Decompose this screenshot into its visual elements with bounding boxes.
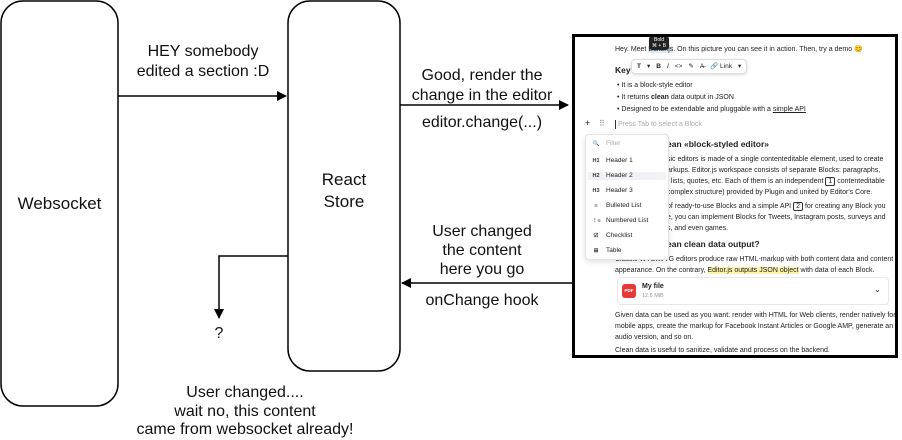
numbered-list-icon: ⋮≡	[592, 218, 601, 224]
bullet-item: • It returns clean data output in JSON	[617, 94, 734, 101]
chevron-down-icon[interactable]: ▾	[646, 63, 651, 70]
paragraph-line: of ready-to-use Blocks and a simple API …	[667, 202, 886, 211]
inline-toolbar: T ▾ B I <> ✎ A̶ 🔗 Link ▾	[631, 59, 748, 74]
ws-arrow-label-line1: HEY somebody	[147, 43, 259, 60]
render-label-line1: Good, render the	[421, 67, 543, 84]
onchange-hook-label: onChange hook	[425, 292, 539, 309]
user-changed-label-line1: User changed	[432, 223, 532, 240]
clear-format-button[interactable]: A̶	[699, 63, 705, 70]
bold-tooltip: Bold⌘ + B	[649, 37, 670, 50]
paragraph-line: Clean data is useful to sanitize, valida…	[615, 347, 830, 354]
paragraph-line: audio version, and so on.	[615, 334, 694, 341]
header-3-icon: H3	[592, 188, 600, 194]
react-store-box	[287, 0, 401, 372]
bullet-item: • It is a block-style editor	[617, 82, 693, 89]
react-store-label-line1: React	[321, 170, 367, 189]
text-type-button[interactable]: T	[637, 63, 641, 70]
chevron-down-icon[interactable]: ▾	[737, 63, 742, 70]
chevron-down-icon[interactable]: ⌄	[874, 285, 881, 294]
pdf-icon: PDF	[622, 284, 636, 298]
menu-item-table[interactable]: ⊞Table	[593, 247, 622, 254]
bottom-note-line3: came from websocket already!	[136, 421, 354, 438]
footnote-badge: 1	[825, 177, 836, 186]
paragraph-line: mobile apps, create the markup for Faceb…	[615, 323, 894, 330]
websocket-label: Websocket	[17, 194, 102, 213]
marker-button[interactable]: ✎	[688, 63, 694, 70]
menu-item-bulleted-list[interactable]: ≡Bulleted List	[592, 202, 641, 210]
bottom-note-line1: User changed....	[186, 384, 304, 401]
user-changed-label-line2: the content	[442, 242, 522, 259]
menu-item-checklist[interactable]: ☑Checklist	[593, 232, 633, 239]
search-icon: 🔍	[592, 141, 600, 147]
paragraph-line: arkups. Editor.js workspace consists of …	[667, 167, 881, 174]
editor-change-label: editor.change(...)	[421, 114, 543, 131]
bullet-item: • Designed to be extendable and pluggabl…	[617, 106, 806, 113]
bulleted-list-icon: ≡	[594, 203, 598, 209]
header-1-icon: H1	[592, 158, 600, 164]
key-label: Key	[615, 65, 631, 75]
block-placeholder[interactable]: Press Tab to select a Block	[615, 120, 702, 129]
menu-filter-input[interactable]: 🔍Filter	[592, 140, 621, 147]
arrow-store-to-question	[214, 255, 288, 319]
paragraph-line: sic editors is made of a single contente…	[667, 156, 884, 163]
paragraph-line: e, you can implement Blocks for Tweets, …	[667, 214, 886, 221]
ws-arrow-label-line2: edited a section :D	[136, 63, 270, 80]
heading-clean-data: ean clean data output?	[667, 239, 760, 249]
paragraph-line: s, and even games.	[667, 225, 729, 232]
header-2-icon: H2	[592, 173, 600, 179]
menu-item-numbered-list[interactable]: ⋮≡Numbered List	[592, 217, 649, 224]
italic-button[interactable]: I	[666, 63, 669, 70]
file-size: 12.6 MiB	[642, 293, 664, 299]
file-attachment[interactable]: PDF My file 12.6 MiB ⌄	[617, 277, 889, 305]
bottom-note-line2: wait no, this content	[174, 403, 316, 420]
link-button[interactable]: 🔗 Link	[710, 63, 732, 70]
paragraph-line: complex structure) provided by Plugin an…	[667, 189, 873, 196]
code-button[interactable]: <>	[674, 63, 683, 70]
paragraph-line: appearance. On the contrary, Editor.js o…	[615, 267, 875, 274]
paragraph-line: Given data can be used as you want: rend…	[615, 312, 896, 319]
footnote-badge: 2	[793, 202, 803, 211]
editor-screenshot: Hey. Meet Editor.js. On this picture you…	[572, 34, 898, 358]
user-changed-label-line3: here you go	[439, 261, 525, 278]
file-name: My file	[642, 283, 664, 290]
table-icon: ⊞	[593, 248, 599, 254]
paragraph-line: Classic WYSIWYG editors produce raw HTML…	[615, 256, 894, 263]
render-label-line2: change in the editor	[411, 87, 553, 104]
heading-block-styled: ean «block-styled editor»	[667, 139, 770, 149]
plus-icon[interactable]: +	[585, 118, 591, 128]
drag-handle-icon[interactable]: ⠿	[599, 119, 605, 128]
bold-button[interactable]: B	[656, 63, 661, 70]
checklist-icon: ☑	[593, 233, 599, 239]
paragraph-line: , lists, quotes, etc. Each of them is an…	[667, 177, 885, 186]
react-store-label-line2: Store	[323, 192, 365, 211]
websocket-box	[0, 0, 119, 407]
question-mark: ?	[214, 325, 224, 342]
